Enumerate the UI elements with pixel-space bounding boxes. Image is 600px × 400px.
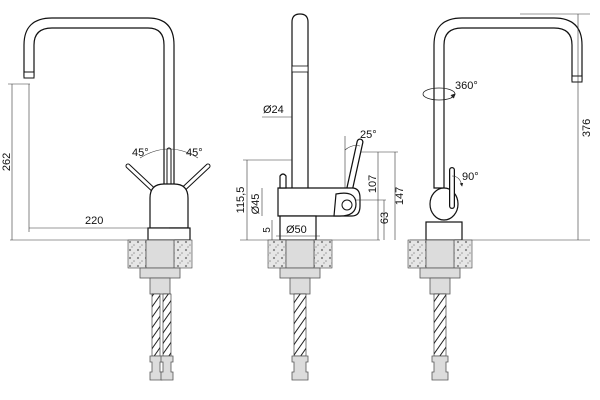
front-fitting-left <box>149 355 163 381</box>
rear-base <box>425 221 463 241</box>
front-aerator <box>23 71 35 79</box>
front-angle-left-label: 45° <box>132 147 149 159</box>
side-dim-base-diameter: Ø50 <box>286 224 307 236</box>
side-nut <box>279 267 321 279</box>
rear-counter-hatch-left <box>407 239 427 269</box>
side-lever-angle-label: 25° <box>360 129 377 141</box>
rear-shank <box>425 239 455 269</box>
rear-nut <box>419 267 461 279</box>
front-brand-label: paulmark <box>159 199 180 205</box>
rear-lever-rotation-label: 90° <box>462 171 479 183</box>
front-counter-hatch-right <box>173 239 193 269</box>
side-fitting <box>291 355 309 381</box>
side-spout <box>291 13 309 191</box>
front-body <box>149 183 189 229</box>
rear-rotation-label: 360° <box>455 80 478 92</box>
front-angle-right-label: 45° <box>186 147 203 159</box>
front-hose-left <box>151 293 161 357</box>
rear-view: 360° 90° 376 <box>407 13 593 381</box>
front-fitting-right <box>160 355 174 381</box>
front-dim-reach: 220 <box>85 215 103 227</box>
side-dim-body-height: 115,5 <box>235 187 247 214</box>
side-dim-base: 5 <box>262 227 273 233</box>
side-hose <box>293 293 307 357</box>
front-counter-hatch-left <box>127 239 147 269</box>
rear-counter-hatch-right <box>453 239 473 269</box>
rear-spout <box>433 17 583 189</box>
front-spout <box>23 17 175 189</box>
side-counter-hatch-right <box>313 239 333 269</box>
front-view: paulmark 45° 45° 262 220 <box>1 17 211 381</box>
side-dim-147: 147 <box>394 187 406 205</box>
side-dim-63: 63 <box>379 212 391 224</box>
side-lever-pivot <box>341 199 353 211</box>
rear-hose <box>433 293 447 357</box>
side-dim-107: 107 <box>367 175 379 193</box>
side-dim-pipe: Ø24 <box>263 104 284 116</box>
side-view: 25° Ø24 115,5 Ø45 5 Ø50 107 147 63 <box>235 13 406 381</box>
side-knob <box>279 173 287 189</box>
front-nut <box>139 267 181 279</box>
side-aerator <box>291 65 309 73</box>
rear-aerator <box>571 75 583 83</box>
rear-dim-total-height: 376 <box>581 119 593 137</box>
front-shank <box>145 239 175 269</box>
front-base <box>147 227 191 241</box>
front-dim-height: 262 <box>1 153 13 171</box>
rear-fitting <box>431 355 449 381</box>
side-shank <box>285 239 315 269</box>
side-dim-body-diameter: Ø45 <box>250 194 262 215</box>
side-counter-hatch-left <box>267 239 287 269</box>
front-hose-right <box>162 293 172 357</box>
